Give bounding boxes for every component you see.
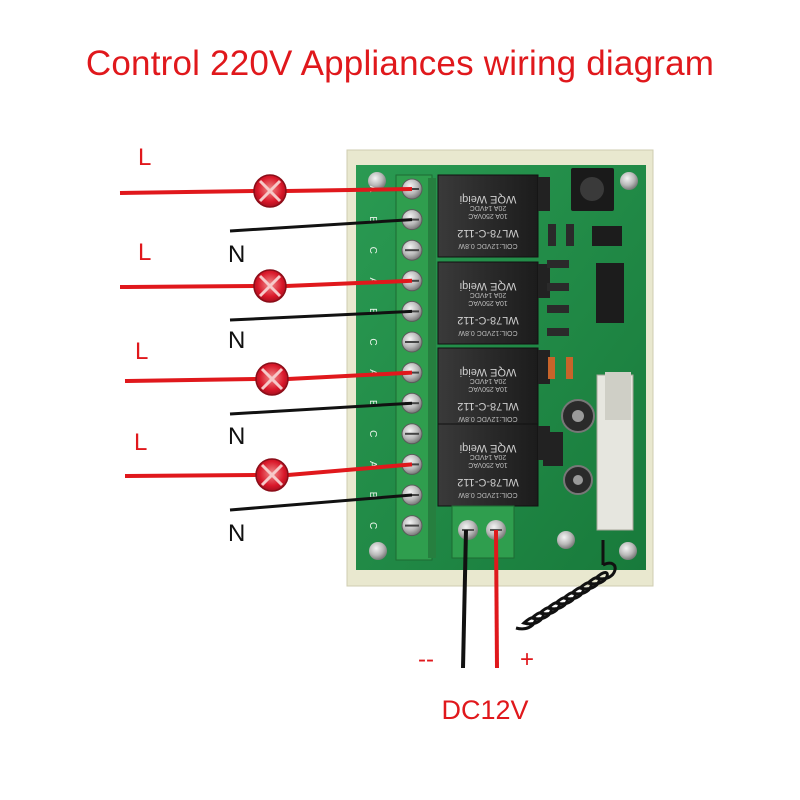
power-terminal-block bbox=[451, 505, 515, 559]
terminal-label: C bbox=[367, 430, 378, 437]
appliance-circuit bbox=[124, 458, 413, 512]
live-wire bbox=[119, 189, 255, 195]
terminal-screw bbox=[401, 331, 423, 353]
relay-rating-text: 20A 14VDC bbox=[470, 453, 507, 460]
power-negative-label: -- bbox=[418, 646, 434, 673]
relay-rating-text: 10A 250VAC bbox=[468, 461, 508, 468]
neutral-label-4: N bbox=[228, 520, 246, 547]
relay-brand-text: WQE Weiqi bbox=[460, 280, 517, 292]
terminal-label: C bbox=[367, 247, 378, 254]
terminal-label: A bbox=[367, 461, 378, 468]
neutral-wire bbox=[229, 493, 413, 512]
power-positive-wire bbox=[494, 529, 499, 669]
lamp-icon bbox=[255, 362, 289, 396]
live-wire bbox=[285, 187, 413, 193]
live-wire bbox=[287, 462, 413, 477]
neutral-label-2: N bbox=[228, 327, 246, 354]
appliance-circuit bbox=[119, 174, 413, 233]
relay-coil-text: COIL:12VDC 0.8W bbox=[458, 491, 518, 498]
terminal-screw bbox=[401, 423, 423, 445]
relay-brand-text: WQE Weiqi bbox=[460, 442, 517, 454]
terminal-label: B bbox=[367, 216, 378, 223]
lamp-icon bbox=[255, 458, 289, 492]
neutral-label-1: N bbox=[228, 241, 246, 268]
relay-coil-text: COIL:12VDC 0.8W bbox=[458, 242, 518, 249]
relay-model-text: WL78-C-112 bbox=[457, 227, 519, 239]
relay-brand-text: WQE Weiqi bbox=[460, 366, 517, 378]
relay-rating-text: 20A 14VDC bbox=[470, 291, 507, 298]
live-wire bbox=[287, 370, 413, 381]
relay-rating-text: 10A 250VAC bbox=[468, 299, 508, 306]
power-negative-wire bbox=[461, 529, 468, 669]
relay-rating-text: 20A 14VDC bbox=[470, 377, 507, 384]
relay-rating-text: 10A 250VAC bbox=[468, 385, 508, 392]
live-wire bbox=[124, 377, 257, 383]
live-label-4: L bbox=[134, 429, 148, 456]
neutral-label-3: N bbox=[228, 423, 246, 450]
neutral-wire bbox=[229, 401, 413, 416]
relay-rating-text: 10A 250VAC bbox=[468, 212, 508, 219]
neutral-wire bbox=[229, 218, 413, 233]
terminal-screw bbox=[401, 239, 423, 261]
relay-rating-text: 20A 14VDC bbox=[470, 204, 507, 211]
terminal-screw bbox=[401, 515, 423, 537]
relay-coil-text: COIL:12VDC 0.8W bbox=[458, 329, 518, 336]
pcb-components bbox=[543, 168, 634, 549]
live-label-1: L bbox=[138, 144, 152, 171]
live-wire bbox=[285, 278, 413, 288]
mounting-screws bbox=[368, 172, 638, 560]
appliance-circuit bbox=[124, 362, 413, 416]
lamp-icon bbox=[253, 174, 287, 208]
terminal-label: B bbox=[367, 308, 378, 315]
live-wire bbox=[124, 473, 257, 478]
relay-model-text: WL78-C-112 bbox=[457, 400, 519, 412]
relay-coil-text: COIL:12VDC 0.8W bbox=[458, 415, 518, 422]
terminal-label: C bbox=[367, 338, 378, 345]
terminal-label: B bbox=[367, 492, 378, 499]
relay-model-text: WL78-C-112 bbox=[457, 476, 519, 488]
diagram-title: Control 220V Appliances wiring diagram bbox=[85, 44, 715, 83]
relay-model-text: WL78-C-112 bbox=[457, 314, 519, 326]
power-positive-label: + bbox=[520, 646, 535, 673]
appliance-circuit bbox=[119, 269, 413, 322]
terminal-label: B bbox=[367, 400, 378, 407]
relay-brand-text: WQE Weiqi bbox=[460, 193, 517, 205]
live-label-2: L bbox=[138, 239, 152, 266]
power-voltage-label: DC12V bbox=[441, 695, 529, 725]
live-wire bbox=[119, 284, 255, 289]
live-label-3: L bbox=[135, 338, 149, 365]
lamp-icon bbox=[253, 269, 287, 303]
antenna-coil bbox=[515, 540, 617, 631]
terminal-label: C bbox=[367, 522, 378, 529]
neutral-wire bbox=[229, 309, 413, 322]
